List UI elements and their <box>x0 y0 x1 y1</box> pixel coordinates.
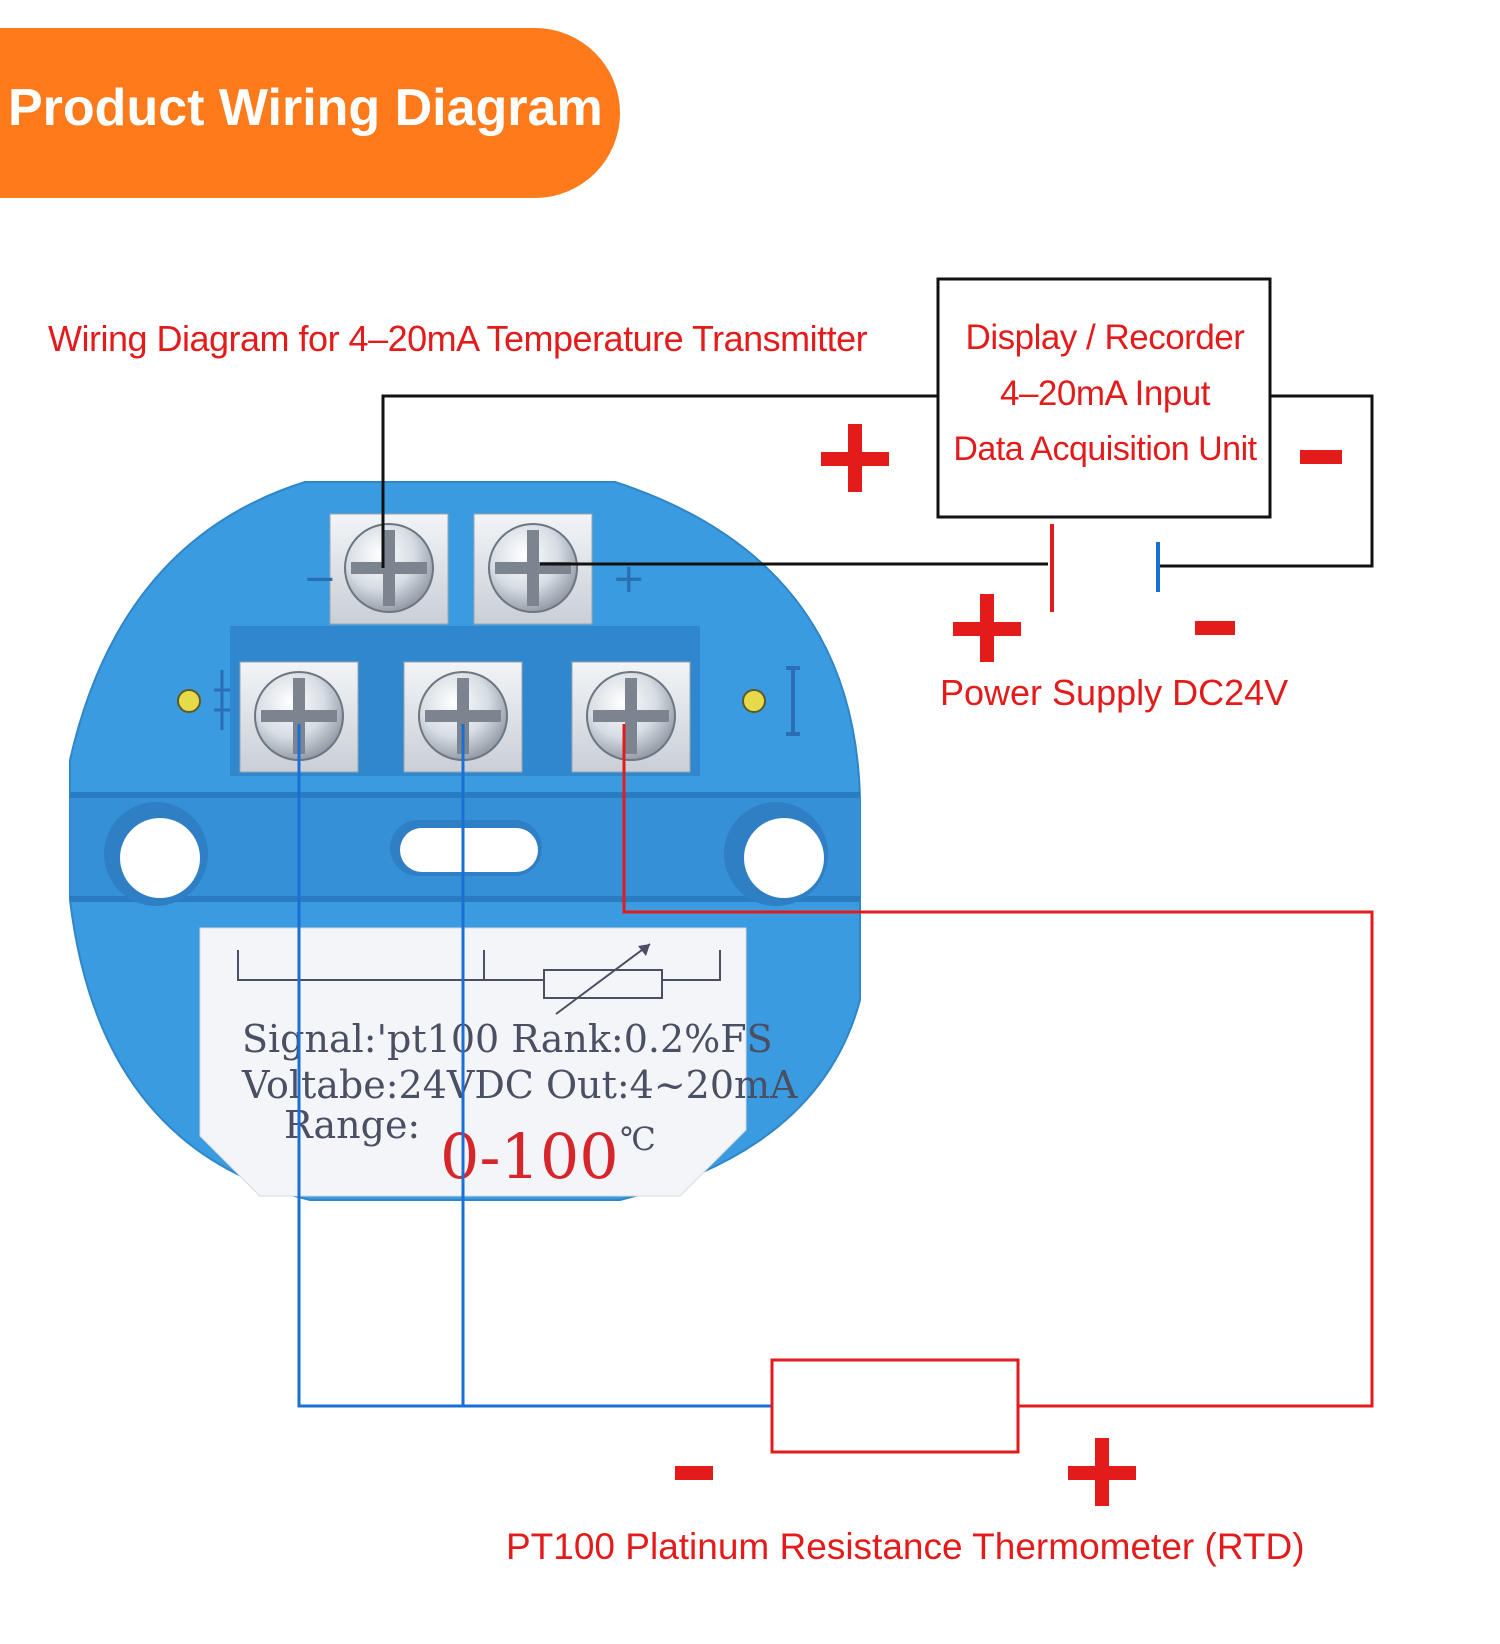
page-title: Product Wiring Diagram <box>8 79 603 137</box>
label-signal-line: Signal:'pt100 Rank:0.2%FS <box>242 1017 773 1061</box>
label-range-title: Range: <box>284 1103 420 1147</box>
display-box-line1: Display / Recorder <box>965 318 1245 357</box>
label-range-unit: ℃ <box>620 1120 656 1158</box>
display-box-line3: Data Acquisition Unit <box>953 430 1257 468</box>
display-recorder-box <box>936 277 1272 519</box>
power-supply-label: Power Supply DC24V <box>940 672 1289 713</box>
terminal-top-plus <box>473 513 593 625</box>
label-plate <box>199 927 747 1197</box>
mounting-hole-right <box>724 802 828 906</box>
mounting-hole-left <box>104 802 208 906</box>
ground-symbol <box>214 670 230 730</box>
rtd-resistor <box>770 1358 1020 1454</box>
label-range-value: 0-100 <box>440 1120 619 1193</box>
power-minus-sign <box>1195 621 1235 635</box>
blue-wires <box>297 724 772 1408</box>
current-symbol <box>786 666 800 736</box>
header-banner <box>0 28 620 198</box>
mounting-slot-center <box>390 820 542 876</box>
red-wire <box>622 724 1374 1408</box>
rtd-minus-sign <box>675 1466 713 1480</box>
terminal-bottom-3 <box>571 661 691 773</box>
indicator-dot-right <box>742 689 766 713</box>
display-box-line2: 4–20mA Input <box>1000 374 1211 413</box>
diagram-subtitle: Wiring Diagram for 4–20mA Temperature Tr… <box>48 318 868 359</box>
terminal-top-minus <box>329 513 449 625</box>
display-minus-sign <box>1300 450 1342 464</box>
indicator-dot-left <box>177 689 201 713</box>
black-wires <box>381 394 1374 568</box>
label-voltage-line: Voltabe:24VDC Out:4~20mA <box>241 1063 798 1107</box>
rtd-label: PT100 Platinum Resistance Thermometer (R… <box>506 1526 1305 1567</box>
terminal-minus-mark: − <box>303 556 337 602</box>
